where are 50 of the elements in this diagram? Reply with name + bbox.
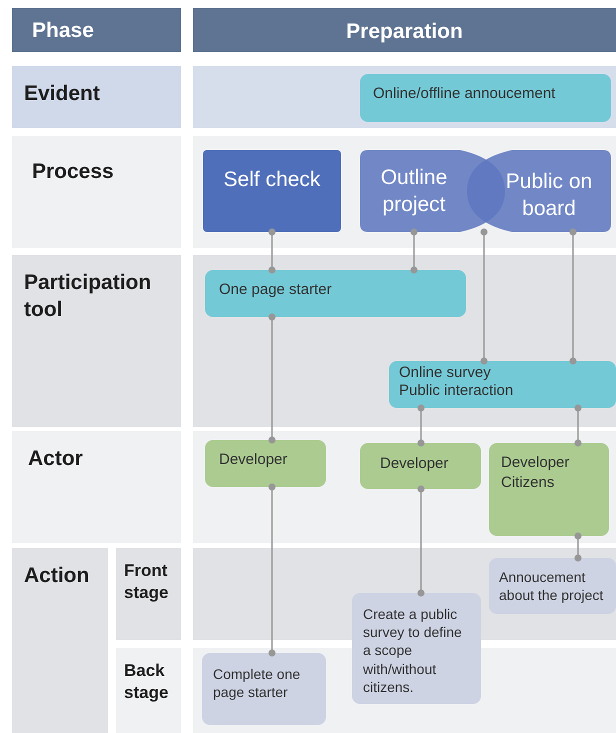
node-text: Create a public survey to define a scope with/without citizens. bbox=[363, 605, 463, 696]
node-text: Process bbox=[32, 159, 114, 185]
header-cell bbox=[12, 8, 181, 52]
connector-line bbox=[418, 404, 424, 446]
node-text: Action bbox=[24, 563, 90, 589]
action-box bbox=[489, 558, 616, 614]
tool-box bbox=[389, 361, 616, 408]
node-text: Developer bbox=[501, 453, 570, 472]
connector-line bbox=[570, 228, 576, 364]
node-text: Participation tool bbox=[24, 270, 152, 324]
tool-box bbox=[205, 270, 466, 317]
header-cell bbox=[193, 8, 616, 52]
node-text: Developer bbox=[380, 454, 448, 474]
node-text: Public interaction bbox=[399, 382, 514, 400]
node-text: Public on board bbox=[504, 169, 594, 222]
row-label-cell bbox=[12, 66, 181, 128]
node-text: Front stage bbox=[124, 560, 170, 604]
row-label-cell bbox=[116, 548, 181, 640]
actor-box bbox=[360, 443, 481, 489]
actor-box bbox=[489, 443, 609, 536]
node-text: Complete one page starter bbox=[213, 665, 302, 702]
node-text: Citizens bbox=[501, 472, 554, 492]
row-label-cell bbox=[12, 255, 181, 427]
process-shape bbox=[467, 150, 611, 232]
node-text: Preparation bbox=[346, 19, 463, 45]
connector-line bbox=[574, 404, 582, 446]
node-text: Online/offline annoucement bbox=[373, 84, 556, 104]
process-box bbox=[203, 150, 341, 232]
node-text: Self check bbox=[224, 167, 320, 193]
connector-line bbox=[418, 486, 424, 596]
connector-line bbox=[268, 228, 276, 274]
connector-line bbox=[480, 228, 488, 364]
node-text: Actor bbox=[28, 446, 83, 472]
node-text: Developer bbox=[219, 450, 288, 470]
row-label-cell bbox=[12, 548, 108, 733]
connector-line bbox=[268, 314, 276, 444]
tool-box bbox=[360, 74, 611, 122]
node-text: Back stage bbox=[124, 660, 170, 704]
connector-line bbox=[268, 484, 276, 656]
action-box bbox=[352, 593, 481, 704]
action-box bbox=[202, 653, 326, 725]
node-text: Online survey bbox=[399, 364, 491, 382]
node-text: Evident bbox=[24, 81, 100, 107]
connector-line bbox=[574, 532, 582, 562]
node-text: Phase bbox=[32, 18, 94, 44]
actor-box bbox=[205, 440, 326, 487]
node-text: One page starter bbox=[219, 280, 332, 300]
node-text: Annoucement about the project bbox=[499, 568, 604, 604]
connector-line bbox=[410, 228, 418, 274]
node-text: Outline project bbox=[380, 165, 448, 218]
